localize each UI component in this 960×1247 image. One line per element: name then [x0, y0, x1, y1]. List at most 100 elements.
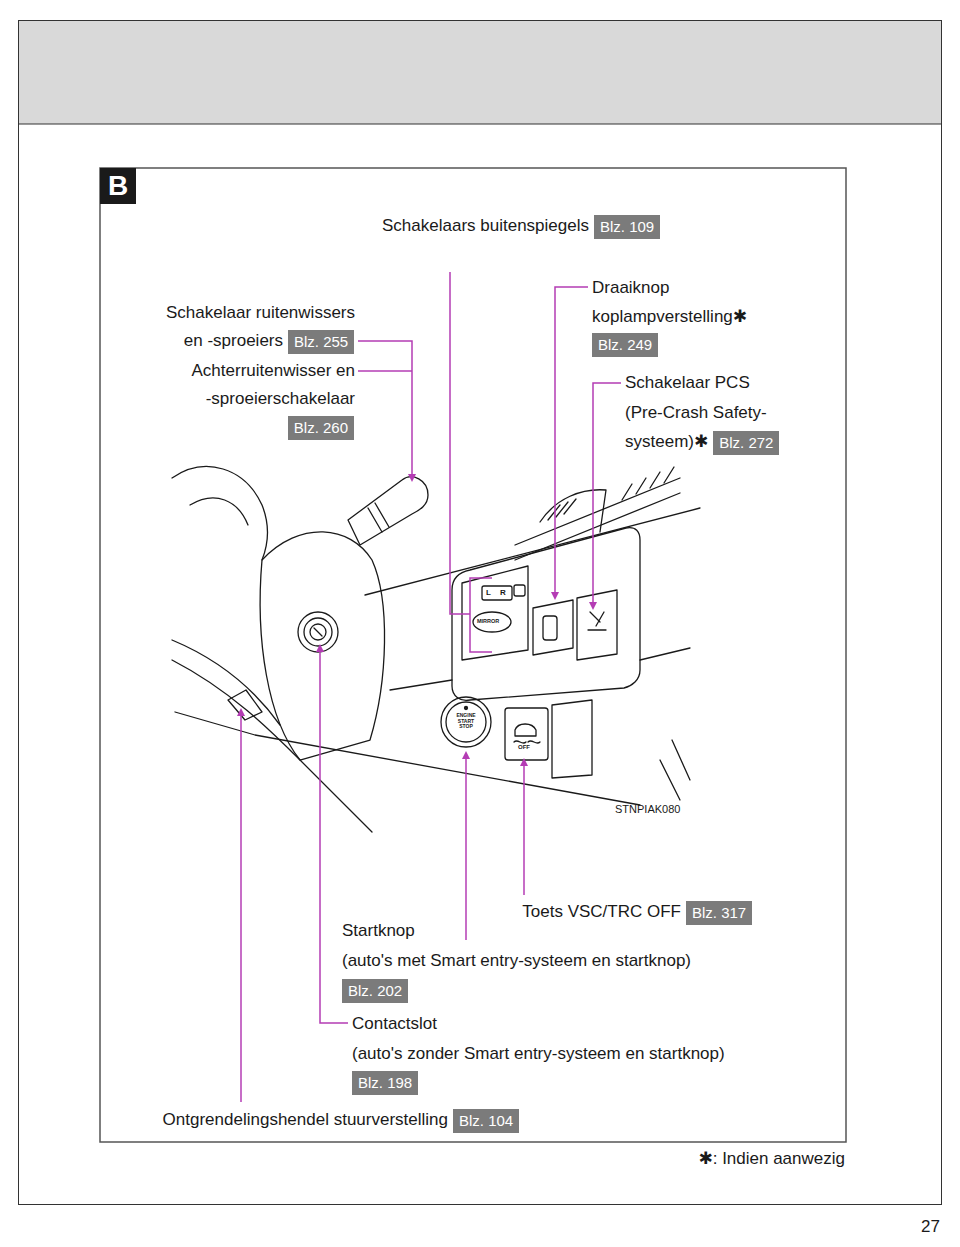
tag-text: Blz. 272: [719, 434, 773, 451]
air-vent-housing: [540, 490, 606, 532]
tag-text: Blz. 260: [294, 419, 348, 436]
headlight-leveling-wheel: [543, 616, 557, 640]
leader-line: [240, 714, 242, 1102]
page-reference-tag: Blz. 272: [713, 431, 779, 455]
callout-label: Schakelaar ruitenwissers en -sproeiers: [155, 299, 355, 355]
tag-slot: [288, 331, 355, 353]
steering-wheel-rim: [172, 660, 372, 832]
tag-text: Blz. 198: [358, 1074, 412, 1091]
label-text: ✱: Indien aanwezig: [698, 1149, 845, 1168]
label-text: Contactslot: [352, 1014, 437, 1033]
tag-text: Blz. 317: [692, 904, 746, 921]
mirror-select-switch: [482, 586, 512, 600]
leader-line: [555, 287, 588, 594]
page-border: [19, 21, 942, 1205]
start-button-led: [465, 707, 468, 710]
label-text: L: [486, 588, 491, 597]
dashboard-edge: [660, 740, 690, 800]
label-text: OFF: [518, 744, 530, 750]
label-text: ENGINE START STOP: [456, 712, 475, 729]
tag-slot: [686, 902, 753, 924]
steering-wheel-rim: [172, 467, 267, 560]
label-text: Ontgrendelingshendel stuurverstelling: [163, 1110, 448, 1129]
switch-marking: R: [500, 588, 506, 598]
page-reference-tag: Blz. 109: [594, 215, 660, 239]
dashboard-edge: [640, 648, 690, 660]
label-text: Achterruitenwisser en -sproeierschakelaa…: [192, 361, 355, 408]
wiper-stalk-band: [375, 503, 389, 527]
start-button: [441, 697, 491, 747]
page-reference-tag: Blz. 249: [592, 333, 658, 357]
leader-line: [523, 764, 525, 895]
mirror-adjust-knob: [473, 612, 511, 632]
label-text: R: [500, 588, 506, 597]
tag-text: Blz. 104: [459, 1112, 513, 1129]
header-band: [18, 20, 942, 124]
ignition-key-slot: [314, 628, 322, 636]
start-button: [446, 702, 486, 742]
callout-note: (auto's zonder Smart entry-systeem en st…: [352, 1039, 725, 1068]
page-reference-tag: Blz. 255: [288, 330, 354, 354]
section-tab: B: [100, 168, 136, 204]
mirror-switch: [462, 566, 528, 660]
wiper-stalk: [348, 477, 428, 545]
figure-code: STNPIAK080: [615, 803, 680, 816]
page-reference-tag: Blz. 198: [352, 1071, 418, 1095]
callout-label: Ontgrendelingshendel stuurverstelling: [100, 1105, 520, 1134]
mirror-fold-button: [514, 585, 525, 596]
dashboard-edge: [390, 680, 452, 690]
leader-arrowhead: [316, 644, 324, 652]
ignition-switch: [298, 612, 338, 652]
callout-label: Achterruitenwisser en -sproeierschakelaa…: [189, 357, 355, 413]
vsc-icon: [514, 724, 540, 743]
page-number: 27: [880, 1212, 940, 1241]
button-marking: OFF: [518, 744, 530, 751]
tilt-lever: [228, 690, 262, 720]
label-text: Schakelaar ruitenwissers en -sproeiers: [166, 303, 355, 350]
tag-slot: [453, 1110, 520, 1132]
label-text: STNPIAK080: [615, 803, 680, 815]
page-reference-tag: Blz. 317: [686, 901, 752, 925]
tag-slot: [594, 216, 661, 238]
leader-bracket: [470, 578, 492, 652]
steering-wheel-rim: [172, 640, 280, 725]
page-reference-tag: Blz. 260: [288, 416, 354, 440]
callout-note: (auto's met Smart entry-systeem en start…: [342, 946, 691, 975]
leader-arrowhead: [551, 592, 559, 600]
leader-line: [593, 383, 621, 604]
callout-label: Schakelaar PCS (Pre-Crash Safety- systee…: [625, 368, 787, 457]
leader-arrowhead: [589, 602, 597, 610]
leader-arrowhead: [462, 751, 470, 759]
headlight-leveling-dial: [533, 600, 573, 655]
dashboard-edge: [175, 712, 640, 805]
switch-panel: [452, 528, 640, 701]
tag-text: Blz. 202: [348, 982, 402, 999]
pcs-icon: [588, 612, 606, 630]
tag-slot: [713, 432, 780, 454]
ignition-switch: [310, 624, 326, 640]
leader-line: [465, 757, 467, 940]
leader-line: [358, 370, 412, 372]
air-vent: [515, 493, 680, 560]
air-vent-slats: [622, 467, 674, 500]
switch-marking: L: [486, 588, 491, 598]
callout-label: Startknop: [342, 916, 415, 945]
dashboard-edge: [365, 508, 700, 595]
label-text: Schakelaars buitenspiegels: [382, 216, 589, 235]
blank-switch: [552, 700, 592, 778]
tag-text: Blz. 255: [294, 333, 348, 350]
label-text: Toets VSC/TRC OFF: [522, 902, 681, 921]
tag-text: Blz. 249: [598, 336, 652, 353]
leader-arrowhead: [237, 708, 245, 716]
pcs-switch: [577, 590, 617, 660]
header-rule: [18, 124, 942, 125]
page-reference-tag: Blz. 104: [453, 1109, 519, 1133]
label-text: (auto's zonder Smart entry-systeem en st…: [352, 1044, 725, 1063]
label-text: MIRROR: [477, 618, 499, 624]
button-marking: ENGINE START STOP: [452, 713, 480, 730]
tag-text: B: [108, 170, 128, 202]
label-text: Startknop: [342, 921, 415, 940]
leader-line: [358, 341, 412, 476]
air-vent: [515, 478, 680, 545]
